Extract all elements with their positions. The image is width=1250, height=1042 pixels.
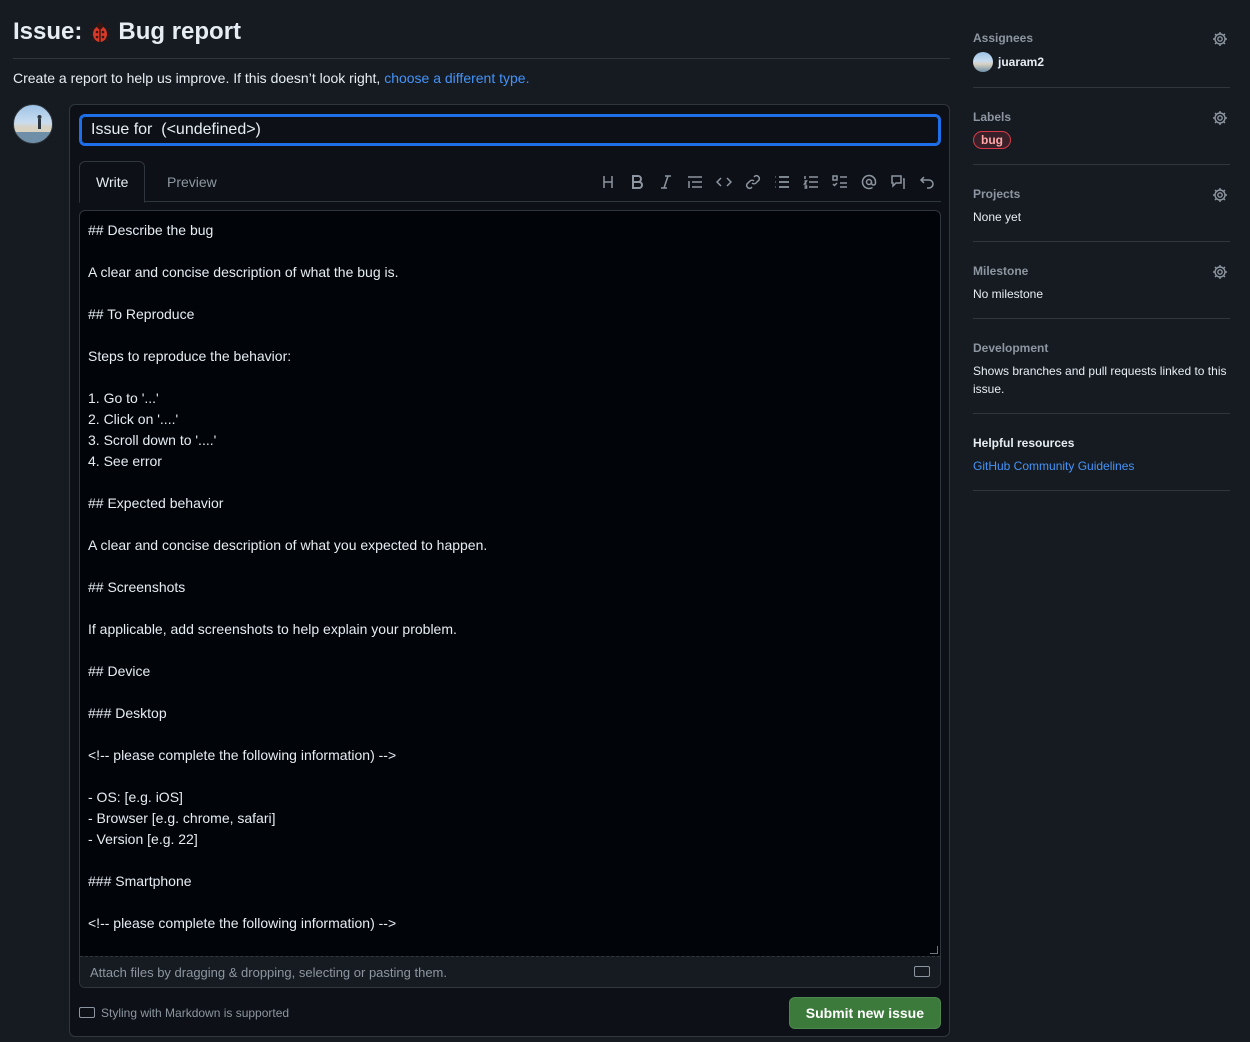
issue-sidebar: Assignees juaram2 Labels bug Projects No… xyxy=(973,24,1230,506)
assignee-name: juaram2 xyxy=(998,55,1045,69)
projects-section: Projects None yet xyxy=(973,180,1230,242)
link-icon[interactable] xyxy=(738,169,767,195)
page-title: Issue: Bug report xyxy=(13,18,241,46)
attach-files-bar[interactable]: Attach files by dragging & dropping, sel… xyxy=(80,956,940,987)
unordered-list-icon[interactable] xyxy=(767,169,796,195)
markdown-note: Styling with Markdown is supported xyxy=(79,1006,289,1020)
bug-emoji-icon xyxy=(88,20,112,44)
markdown-small-icon xyxy=(79,1007,95,1018)
assignees-heading: Assignees xyxy=(973,31,1034,45)
helpful-resources-heading: Helpful resources xyxy=(973,436,1075,450)
issue-body-text[interactable]: ## Describe the bug A clear and concise … xyxy=(88,222,488,931)
subtitle-text: Create a report to help us improve. If t… xyxy=(13,70,381,86)
markdown-toolbar xyxy=(593,169,941,195)
markdown-note-text: Styling with Markdown is supported xyxy=(101,1005,290,1020)
issue-title-input[interactable] xyxy=(79,114,941,146)
user-avatar[interactable] xyxy=(13,104,53,144)
milestone-value: No milestone xyxy=(973,287,1044,301)
projects-heading: Projects xyxy=(973,187,1021,201)
quote-icon[interactable] xyxy=(680,169,709,195)
bold-icon[interactable] xyxy=(622,169,651,195)
projects-gear-icon[interactable] xyxy=(1212,187,1228,203)
reference-icon[interactable] xyxy=(883,169,912,195)
milestone-heading: Milestone xyxy=(973,264,1029,278)
title-text: Bug report xyxy=(118,18,242,45)
task-list-icon[interactable] xyxy=(825,169,854,195)
development-value: Shows branches and pull requests linked … xyxy=(973,364,1227,396)
tab-write[interactable]: Write xyxy=(79,161,146,203)
bug-label[interactable]: bug xyxy=(973,131,1011,149)
title-prefix: Issue: xyxy=(13,18,83,45)
choose-different-type-link[interactable]: choose a different type. xyxy=(384,70,530,86)
assignees-section: Assignees juaram2 xyxy=(973,24,1230,88)
resize-handle-icon[interactable] xyxy=(930,946,938,954)
community-guidelines-link[interactable]: GitHub Community Guidelines xyxy=(973,459,1135,473)
issue-composer: Write Preview ## Describe the bug A clea… xyxy=(69,104,950,1037)
assignee-item[interactable]: juaram2 xyxy=(973,52,1230,72)
assignees-gear-icon[interactable] xyxy=(1212,31,1228,47)
mention-icon[interactable] xyxy=(854,169,883,195)
template-subtitle: Create a report to help us improve. If t… xyxy=(13,70,950,86)
title-row: Issue: Bug report xyxy=(13,0,950,59)
milestone-section: Milestone No milestone xyxy=(973,257,1230,319)
issue-body-editor[interactable]: ## Describe the bug A clear and concise … xyxy=(79,210,941,988)
code-icon[interactable] xyxy=(709,169,738,195)
milestone-gear-icon[interactable] xyxy=(1212,264,1228,280)
assignee-avatar xyxy=(973,52,993,72)
helpful-resources-section: Helpful resources GitHub Community Guide… xyxy=(973,429,1230,491)
composer-footer: Styling with Markdown is supported Submi… xyxy=(79,996,941,1029)
ordered-list-icon[interactable] xyxy=(796,169,825,195)
labels-heading: Labels xyxy=(973,110,1012,124)
heading-icon[interactable] xyxy=(593,169,622,195)
development-section: Development Shows branches and pull requ… xyxy=(973,334,1230,414)
markdown-icon xyxy=(914,966,930,977)
main-column: Issue: Bug report Create a report to hel… xyxy=(13,0,950,1037)
italic-icon[interactable] xyxy=(651,169,680,195)
attach-files-text: Attach files by dragging & dropping, sel… xyxy=(90,964,447,980)
editor-tabbar: Write Preview xyxy=(79,161,941,203)
labels-gear-icon[interactable] xyxy=(1212,110,1228,126)
development-heading: Development xyxy=(973,341,1049,355)
labels-section: Labels bug xyxy=(973,103,1230,165)
projects-value: None yet xyxy=(973,210,1022,224)
tab-preview[interactable]: Preview xyxy=(167,173,217,190)
submit-new-issue-button[interactable]: Submit new issue xyxy=(788,996,941,1029)
undo-icon[interactable] xyxy=(912,169,941,195)
